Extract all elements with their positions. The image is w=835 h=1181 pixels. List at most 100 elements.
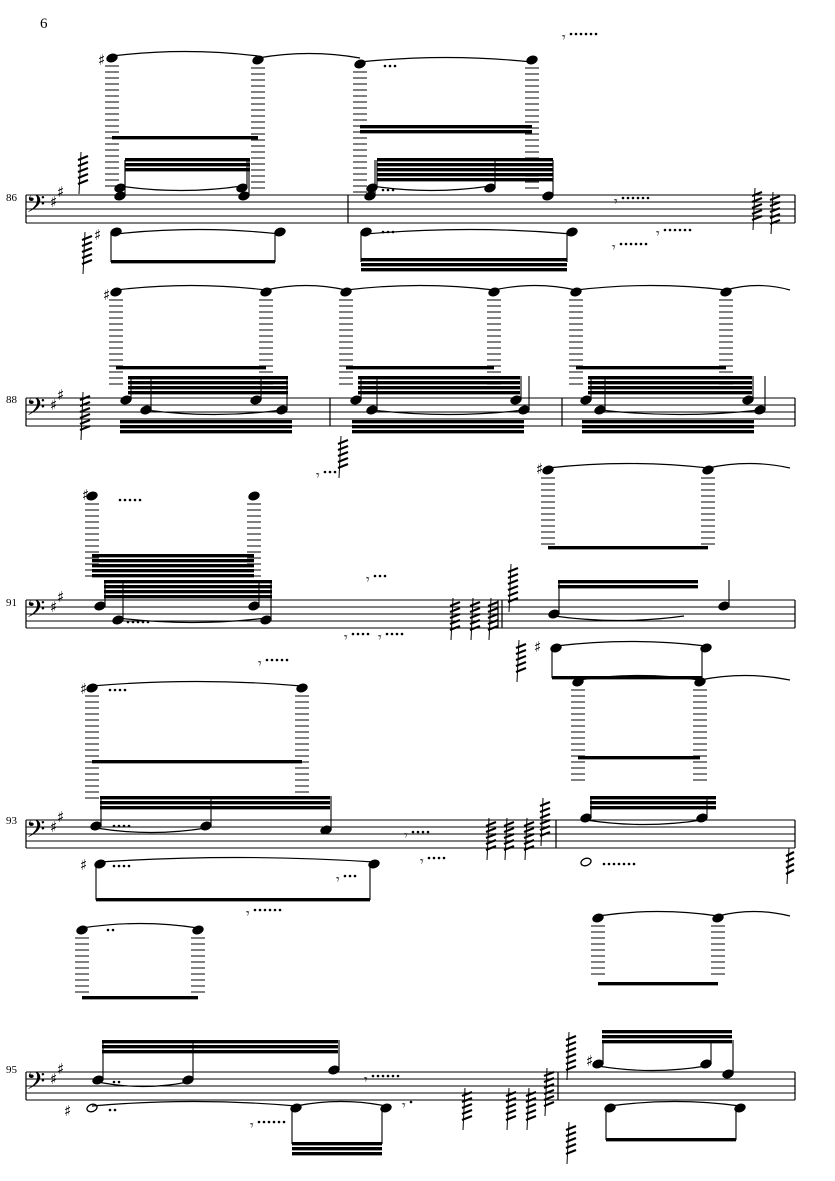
notehead — [112, 615, 124, 625]
eighth-rest: 𝄾 — [250, 1118, 254, 1134]
notehead — [328, 1065, 340, 1075]
stem — [506, 1087, 510, 1131]
notehead — [92, 1075, 104, 1085]
notehead — [182, 1075, 194, 1085]
augmentation-dot — [663, 228, 667, 232]
tie — [717, 910, 791, 917]
stem — [450, 597, 454, 641]
augmentation-dot — [275, 658, 279, 662]
beam — [102, 1050, 338, 1054]
eighth-rest: 𝄾 — [316, 468, 320, 484]
augmentation-dot — [641, 196, 645, 200]
augmentation-dot — [356, 632, 360, 636]
bass-clef: 𝄢 — [26, 190, 45, 225]
tremolo-stroke — [337, 438, 349, 446]
tie — [577, 674, 701, 681]
tie — [99, 856, 375, 863]
augmentation-dot — [258, 908, 262, 912]
tie — [119, 185, 243, 192]
measure-number-88: 88 — [6, 394, 17, 406]
augmentation-dot — [126, 620, 130, 624]
tie — [265, 284, 347, 291]
augmentation-dot — [141, 620, 145, 624]
eighth-rest: 𝄾 — [402, 1098, 406, 1114]
notehead — [542, 465, 554, 475]
augmentation-dot — [122, 864, 126, 868]
tremolo-stroke — [515, 654, 527, 662]
augmentation-dot — [579, 32, 583, 36]
beam — [598, 982, 718, 986]
notehead — [742, 395, 754, 405]
augmentation-dot — [273, 908, 277, 912]
stem — [544, 1067, 548, 1117]
notehead — [260, 615, 272, 625]
augmentation-dot — [127, 824, 131, 828]
augmentation-dot — [602, 862, 606, 866]
tremolo-stroke — [81, 246, 93, 254]
beam — [292, 1147, 382, 1151]
tie — [345, 284, 495, 291]
beam — [588, 376, 752, 380]
augmentation-dot — [111, 928, 115, 932]
sharp-accidental: ♯ — [103, 286, 110, 304]
augmentation-dot — [617, 862, 621, 866]
tremolo-stroke — [565, 1130, 577, 1138]
beam — [377, 173, 553, 177]
augmentation-dot — [117, 824, 121, 828]
beam — [602, 1035, 732, 1039]
augmentation-dot — [348, 874, 352, 878]
augmentation-dot — [381, 1074, 385, 1078]
tremolo-stroke — [487, 600, 499, 608]
notehead — [718, 601, 730, 611]
notehead — [76, 925, 88, 935]
tie — [609, 1100, 741, 1107]
augmentation-dot — [268, 908, 272, 912]
sharp-accidental: ♯ — [536, 460, 543, 478]
tie — [597, 910, 719, 917]
stem — [540, 797, 544, 847]
sharp-accidental: ♯ — [57, 588, 64, 606]
tremolo-stroke — [505, 1090, 517, 1098]
eighth-rest: 𝄾 — [404, 828, 408, 844]
notehead — [106, 53, 118, 63]
beam — [92, 569, 254, 573]
augmentation-dot — [395, 632, 399, 636]
stem — [770, 191, 774, 235]
augmentation-dot — [366, 632, 370, 636]
augmentation-dot — [112, 1080, 116, 1084]
tie — [553, 615, 685, 622]
tremolo-stroke — [503, 820, 515, 828]
augmentation-dot — [361, 632, 365, 636]
augmentation-dot — [323, 470, 327, 474]
tremolo-stroke — [81, 234, 93, 242]
stem — [488, 597, 492, 641]
augmentation-dot — [113, 1108, 117, 1112]
beam — [361, 263, 567, 267]
beam — [92, 574, 254, 578]
tremolo-stroke — [543, 1082, 555, 1090]
tremolo-stroke — [539, 800, 551, 808]
augmentation-dot — [626, 196, 630, 200]
stem — [508, 563, 512, 613]
augmentation-dot — [569, 32, 573, 36]
sharp-accidental: ♯ — [50, 818, 57, 836]
tremolo-stroke — [449, 612, 461, 620]
sharp-accidental: ♯ — [534, 638, 541, 656]
augmentation-dot — [409, 1100, 413, 1104]
stem — [80, 391, 84, 441]
eighth-rest: 𝄾 — [336, 872, 340, 888]
beam — [120, 425, 292, 429]
tremolo-stroke — [79, 394, 91, 402]
augmentation-dot — [432, 856, 436, 860]
stem — [524, 817, 528, 861]
beam — [358, 386, 520, 390]
augmentation-dot — [328, 470, 332, 474]
notehead — [248, 491, 260, 501]
tremolo-stroke — [507, 566, 519, 574]
augmentation-dot — [146, 620, 150, 624]
tremolo-stroke — [505, 1102, 517, 1110]
stem — [504, 817, 508, 861]
notehead — [90, 821, 102, 831]
beam — [352, 430, 524, 434]
tremolo-stroke — [503, 826, 515, 834]
